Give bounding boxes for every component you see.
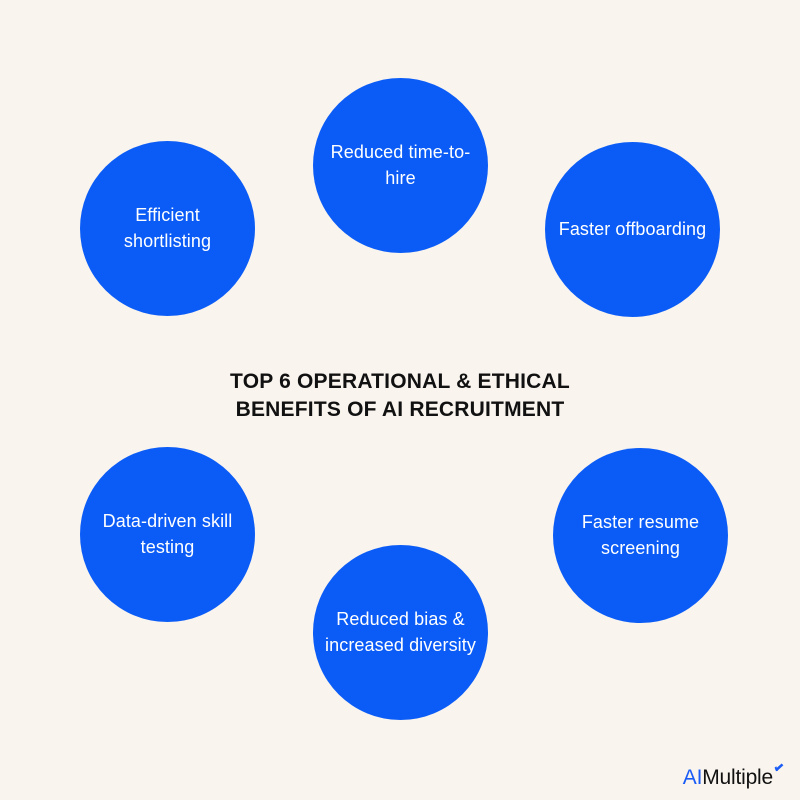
benefit-bubble-label: Faster resume screening bbox=[581, 511, 700, 558]
checkmark-icon bbox=[774, 763, 784, 777]
benefit-bubble-faster-resume-screening: Faster resume screening bbox=[553, 448, 728, 623]
benefit-bubble-label: Reduced bias & increased diversity bbox=[325, 608, 476, 655]
benefit-bubble-label: Data-driven skill testing bbox=[102, 510, 233, 557]
benefit-bubble-label: Efficient shortlisting bbox=[123, 204, 212, 251]
infographic-title: TOP 6 OPERATIONAL & ETHICAL BENEFITS OF … bbox=[230, 370, 570, 421]
benefit-bubble-efficient-shortlisting: Efficient shortlisting bbox=[80, 141, 255, 316]
benefit-bubble-faster-offboarding: Faster offboarding bbox=[545, 142, 720, 317]
benefit-bubble-reduced-bias-increased-diversity: Reduced bias & increased diversity bbox=[313, 545, 488, 720]
logo-ai-text: AI bbox=[682, 766, 703, 789]
benefit-bubble-reduced-time-to-hire: Reduced time-to- hire bbox=[313, 78, 488, 253]
benefit-bubble-label: Faster offboarding bbox=[558, 218, 707, 239]
benefit-bubble-data-driven-skill-testing: Data-driven skill testing bbox=[80, 447, 255, 622]
logo-multiple-text: Multiple bbox=[702, 766, 773, 789]
benefit-bubble-label: Reduced time-to- hire bbox=[330, 141, 471, 188]
